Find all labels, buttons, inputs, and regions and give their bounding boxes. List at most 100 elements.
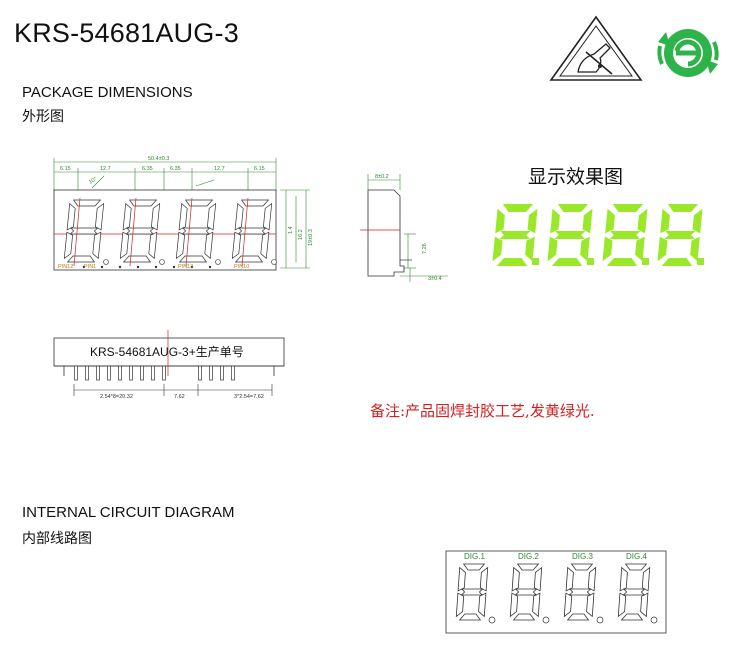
segment-g xyxy=(622,588,646,596)
internal-circuit-heading-cn: 内部线路图 xyxy=(22,531,92,547)
bottom-pin-6 xyxy=(129,365,133,381)
pin-hole xyxy=(190,265,194,269)
esd-warning-icon xyxy=(549,15,643,81)
segment-f xyxy=(565,566,574,592)
circuit-digit-label-4: DIG.4 xyxy=(626,552,647,561)
front-digit-2 xyxy=(119,199,161,263)
front-side-dim-3: 19±0.3 xyxy=(308,229,314,246)
segment-d xyxy=(551,258,583,266)
bottom-dim-mid: 7.62 xyxy=(174,394,185,400)
front-side-dim-1: 1.4 xyxy=(288,226,294,234)
bottom-pin-12 xyxy=(220,365,224,381)
segment-d xyxy=(661,258,693,266)
front-dp-4 xyxy=(271,259,277,265)
segment-c xyxy=(532,592,541,618)
segment-a xyxy=(72,199,102,207)
segment-c xyxy=(635,236,645,262)
bottom-dim-right: 3*2.54=7.62 xyxy=(234,394,264,400)
bottom-pin-10 xyxy=(198,365,202,381)
effect-digit-2 xyxy=(547,204,593,266)
front-side-dim-2: 16.2 xyxy=(298,229,304,240)
effect-dp-1 xyxy=(532,258,539,265)
segment-a xyxy=(128,199,158,207)
pin-hole xyxy=(100,265,104,269)
circuit-digit-1 xyxy=(455,563,489,621)
effect-dp-4 xyxy=(697,258,704,265)
pin-hole xyxy=(82,265,86,269)
side-dim-width: 8±0.2 xyxy=(375,174,389,180)
bottom-part-label: KRS-54681AUG-3+生产单号 xyxy=(90,345,244,359)
segment-a xyxy=(570,563,594,571)
segment-a xyxy=(516,563,540,571)
bottom-dim-left: 2.54*8=20.32 xyxy=(100,394,133,400)
segment-g xyxy=(554,231,586,239)
segment-c xyxy=(525,236,535,262)
front-dim-5: 6.35 xyxy=(170,166,181,172)
bottom-pin-11 xyxy=(209,365,213,381)
display-effect-preview xyxy=(492,204,704,266)
front-dim-6: 12.7 xyxy=(214,166,225,172)
segment-c xyxy=(690,236,700,262)
circuit-dp-4 xyxy=(650,616,658,624)
front-dim-3: 12.7 xyxy=(100,166,111,172)
rohs-logo-icon xyxy=(657,29,719,77)
segment-a xyxy=(462,563,486,571)
bottom-pin-1 xyxy=(74,365,78,381)
effect-dp-2 xyxy=(587,258,594,265)
segment-d xyxy=(606,258,638,266)
circuit-digit-label-2: DIG.2 xyxy=(518,552,539,561)
pin-label-2: PIN1 xyxy=(84,264,96,270)
segment-g xyxy=(664,231,696,239)
segment-b xyxy=(95,202,105,231)
segment-b xyxy=(582,208,593,234)
pin-hole xyxy=(154,265,158,269)
segment-f xyxy=(660,208,670,234)
bottom-pin-5 xyxy=(118,365,122,381)
segment-c xyxy=(586,592,595,618)
front-dim-8: 10° xyxy=(88,176,98,185)
segment-a xyxy=(502,204,534,212)
circuit-dp-2 xyxy=(542,616,550,624)
segment-g xyxy=(69,227,99,235)
segment-f xyxy=(550,208,560,234)
segment-d xyxy=(512,613,536,621)
front-dim-2: 6.15 xyxy=(60,166,71,172)
segment-b xyxy=(207,202,217,231)
process-note: 备注:产品固焊封胶工艺,发黄绿光. xyxy=(370,402,595,420)
segment-a xyxy=(667,204,699,212)
segment-d xyxy=(496,258,528,266)
effect-digit-1 xyxy=(492,204,538,266)
segment-b xyxy=(479,566,489,592)
front-center-line xyxy=(129,197,137,267)
internal-circuit-diagram: DIG.1 DIG.2 DIG.3 DIG.4 xyxy=(445,550,667,634)
segment-a xyxy=(184,199,214,207)
segment-a xyxy=(557,204,589,212)
circuit-digit-4 xyxy=(617,563,651,621)
segment-f xyxy=(495,208,505,234)
front-center-line xyxy=(185,197,193,267)
pin-label-1: PIN12 xyxy=(58,264,73,270)
package-dimensions-heading-cn: 外形图 xyxy=(22,109,64,125)
segment-g xyxy=(181,227,211,235)
bottom-pin-13 xyxy=(231,365,235,381)
segment-b xyxy=(151,202,161,231)
segment-g xyxy=(237,227,267,235)
segment-f xyxy=(66,202,76,231)
bottom-pin-4 xyxy=(107,365,111,381)
front-dp-2 xyxy=(159,259,165,265)
segment-e xyxy=(657,236,668,262)
effect-dp-3 xyxy=(642,258,649,265)
pin-hole xyxy=(136,265,140,269)
front-center-line xyxy=(241,197,249,267)
segment-b xyxy=(527,208,538,234)
pin-hole xyxy=(208,265,212,269)
segment-b xyxy=(533,566,543,592)
effect-digit-3 xyxy=(602,204,648,266)
segment-g xyxy=(609,231,641,239)
front-dim-1: 50.4±0.3 xyxy=(148,156,169,162)
internal-circuit-heading: INTERNAL CIRCUIT DIAGRAM xyxy=(22,504,235,521)
segment-a xyxy=(240,199,270,207)
circuit-digit-label-3: DIG.3 xyxy=(572,552,593,561)
circuit-digit-label-1: DIG.1 xyxy=(464,552,485,561)
